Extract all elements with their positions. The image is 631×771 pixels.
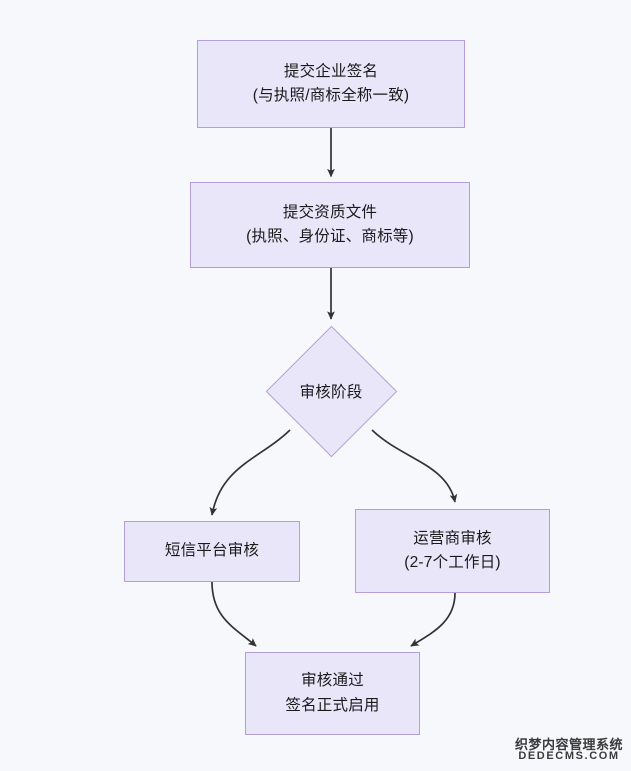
edge-sms-platform-review-to-approved [211,581,257,647]
node-approved-line1: 审核通过 [301,672,364,690]
node-review-stage-label: 审核阶段 [299,384,363,401]
node-carrier-review[interactable]: 运营商审核 (2-7个工作日) [355,509,550,593]
node-submit-documents-line2: (执照、身份证、商标等) [246,228,414,245]
watermark-en: DEDECMS.COM [518,750,620,763]
watermark: 织梦内容管理系统 DEDECMS.COM [515,738,623,763]
node-carrier-review-line2: (2-7个工作日) [404,554,501,571]
node-submit-signature-line2: (与执照/商标全称一致) [252,87,410,104]
node-approved-line2: 签名正式启用 [285,696,380,714]
node-sms-platform-review-line1: 短信平台审核 [164,542,260,560]
node-review-stage[interactable]: 审核阶段 [265,325,397,457]
node-submit-signature-line1: 提交企业签名 [283,62,379,80]
node-submit-signature[interactable]: 提交企业签名 (与执照/商标全称一致) [197,40,465,128]
node-submit-documents[interactable]: 提交资质文件 (执照、身份证、商标等) [190,182,470,268]
node-submit-documents-line1: 提交资质文件 [282,203,378,221]
node-carrier-review-line1: 运营商审核 [413,529,492,547]
edge-carrier-review-to-approved [410,592,456,647]
watermark-cn: 织梦内容管理系统 [514,736,623,752]
node-approved[interactable]: 审核通过 签名正式启用 [245,652,420,735]
node-sms-platform-review[interactable]: 短信平台审核 [124,521,300,582]
